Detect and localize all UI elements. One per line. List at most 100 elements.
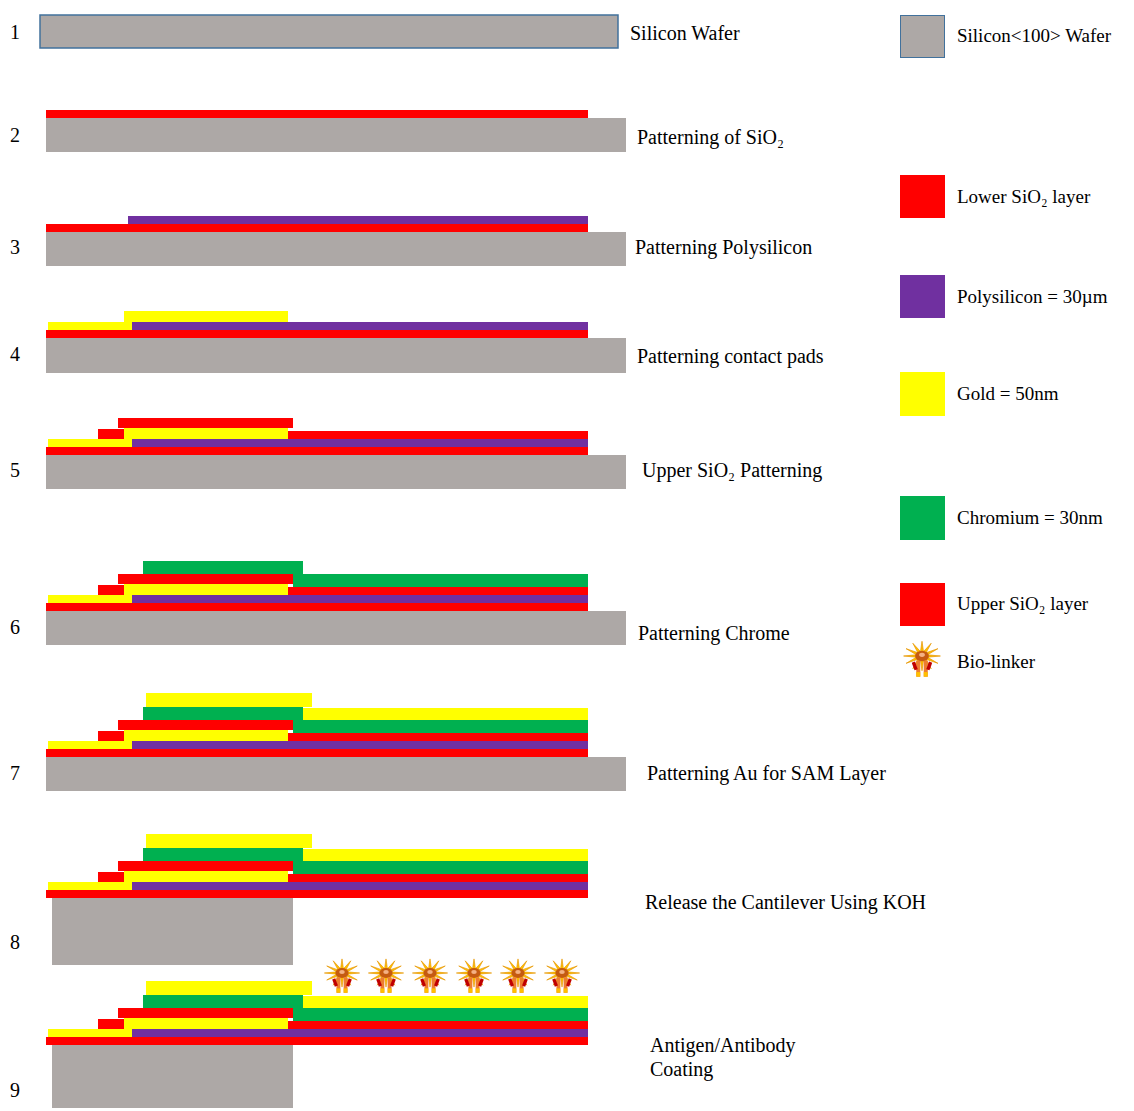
step-number: 1 bbox=[10, 20, 20, 44]
legend-swatch bbox=[900, 175, 945, 218]
step-label: Patterning Polysilicon bbox=[635, 235, 812, 259]
gold-contact-pad bbox=[48, 741, 132, 749]
step-label: Patterning Au for SAM Layer bbox=[647, 761, 886, 785]
bio-linker-icon bbox=[904, 641, 941, 676]
upper-sio2-layer bbox=[98, 1019, 124, 1029]
gold-contact-pad bbox=[48, 322, 132, 330]
chromium-layer bbox=[293, 720, 588, 733]
step-9 bbox=[46, 959, 588, 1108]
upper-sio2-layer bbox=[98, 872, 124, 882]
step-5 bbox=[46, 418, 626, 489]
legend-swatch bbox=[900, 15, 945, 58]
upper-sio2-layer bbox=[98, 585, 124, 595]
gold-sam-layer bbox=[303, 849, 588, 861]
upper-sio2-layer bbox=[288, 874, 588, 882]
silicon-wafer bbox=[52, 898, 293, 965]
silicon-wafer bbox=[46, 455, 626, 489]
upper-sio2-layer bbox=[118, 1008, 293, 1018]
step-label: Patterning contact pads bbox=[637, 344, 824, 368]
gold-contact-pad bbox=[124, 730, 288, 741]
step-number: 7 bbox=[10, 761, 20, 785]
lower-sio2-layer bbox=[46, 1037, 588, 1045]
legend-text: Lower SiO₂ layer bbox=[957, 186, 1090, 209]
gold-sam-layer bbox=[146, 834, 312, 848]
step-number: 5 bbox=[10, 458, 20, 482]
legend-swatch bbox=[900, 583, 945, 626]
upper-sio2-layer bbox=[288, 587, 588, 595]
chromium-layer bbox=[143, 707, 303, 720]
gold-contact-pad bbox=[48, 1029, 132, 1037]
step-8 bbox=[46, 834, 588, 965]
polysilicon-layer bbox=[132, 1029, 588, 1037]
polysilicon-layer bbox=[132, 322, 588, 330]
gold-sam-layer bbox=[146, 693, 312, 707]
step-label: Antigen/Antibody Coating bbox=[650, 1033, 840, 1081]
gold-contact-pad bbox=[48, 595, 132, 603]
upper-sio2-layer bbox=[98, 731, 124, 741]
bio-linker-icon bbox=[456, 959, 491, 993]
chromium-layer bbox=[293, 574, 588, 587]
gold-sam-layer bbox=[303, 996, 588, 1008]
gold-contact-pad bbox=[124, 311, 288, 322]
gold-sam-layer bbox=[303, 708, 588, 720]
gold-sam-layer bbox=[146, 981, 312, 995]
bio-linker-icon bbox=[324, 959, 359, 993]
upper-sio2-layer bbox=[118, 574, 293, 584]
bio-linker-icon bbox=[500, 959, 535, 993]
lower-sio2-layer bbox=[46, 603, 588, 611]
step-number: 3 bbox=[10, 235, 20, 259]
gold-contact-pad bbox=[124, 871, 288, 882]
bio-linker-icon bbox=[544, 959, 579, 993]
polysilicon-layer bbox=[128, 216, 588, 224]
gold-contact-pad bbox=[124, 428, 288, 439]
lower-sio2-layer bbox=[46, 330, 588, 338]
step-number: 6 bbox=[10, 615, 20, 639]
step-6 bbox=[46, 561, 626, 645]
silicon-wafer bbox=[40, 15, 618, 48]
upper-sio2-layer bbox=[288, 431, 588, 439]
lower-sio2-layer bbox=[46, 447, 588, 455]
silicon-wafer bbox=[46, 611, 626, 645]
silicon-wafer bbox=[46, 118, 626, 152]
bio-linker-icon bbox=[412, 959, 447, 993]
gold-contact-pad bbox=[48, 439, 132, 447]
step-label: Upper SiO₂ Patterning bbox=[642, 458, 822, 482]
step-number: 4 bbox=[10, 342, 20, 366]
legend-swatch bbox=[900, 372, 945, 416]
upper-sio2-layer bbox=[118, 418, 293, 428]
chromium-layer bbox=[143, 848, 303, 861]
step-2 bbox=[46, 110, 626, 152]
silicon-wafer bbox=[46, 232, 626, 266]
legend-text: Upper SiO₂ layer bbox=[957, 593, 1088, 616]
step-7 bbox=[46, 693, 626, 791]
polysilicon-layer bbox=[132, 595, 588, 603]
step-number: 9 bbox=[10, 1078, 20, 1102]
lower-sio2-layer bbox=[46, 224, 588, 232]
step-number: 2 bbox=[10, 123, 20, 147]
step-label: Patterning of SiO₂ bbox=[637, 125, 784, 149]
lower-sio2-layer bbox=[46, 110, 588, 118]
upper-sio2-layer bbox=[118, 861, 293, 871]
step-number: 8 bbox=[10, 930, 20, 954]
upper-sio2-layer bbox=[288, 733, 588, 741]
step-label: Patterning Chrome bbox=[638, 621, 790, 645]
legend-text: Chromium = 30nm bbox=[957, 507, 1103, 530]
legend-swatch bbox=[900, 496, 945, 540]
gold-contact-pad bbox=[48, 882, 132, 890]
lower-sio2-layer bbox=[46, 890, 588, 898]
legend-swatch bbox=[900, 275, 945, 318]
gold-contact-pad bbox=[124, 584, 288, 595]
silicon-wafer bbox=[46, 338, 626, 373]
chromium-layer bbox=[143, 561, 303, 574]
polysilicon-layer bbox=[132, 741, 588, 749]
gold-contact-pad bbox=[124, 1018, 288, 1029]
chromium-layer bbox=[293, 861, 588, 874]
step-label: Release the Cantilever Using KOH bbox=[645, 890, 926, 914]
step-1 bbox=[40, 15, 618, 48]
silicon-wafer bbox=[46, 757, 626, 791]
step-4 bbox=[46, 311, 626, 373]
legend-text: Polysilicon = 30µm bbox=[957, 286, 1107, 309]
chromium-layer bbox=[143, 995, 303, 1008]
